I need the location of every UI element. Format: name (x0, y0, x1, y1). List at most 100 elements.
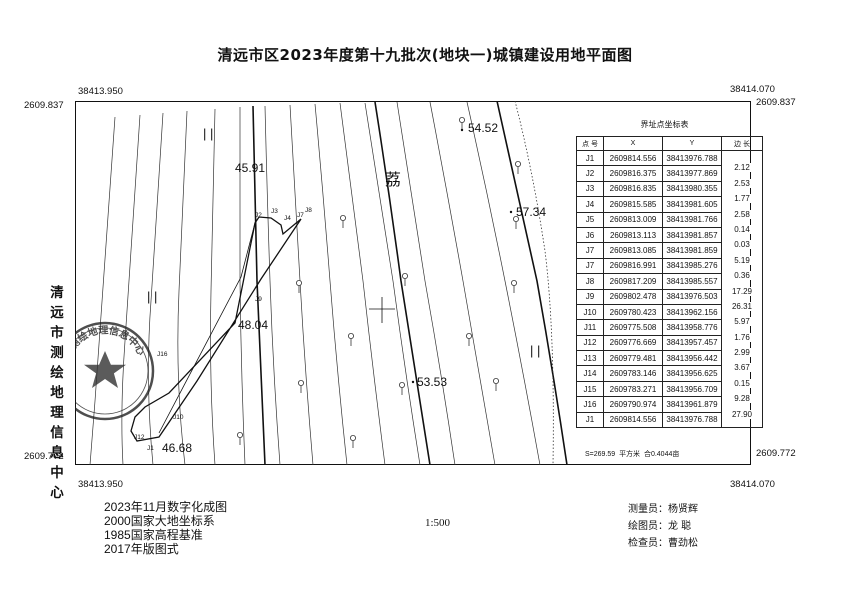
cell-y: 38413985.276 (662, 257, 722, 275)
cell-no: J2 (576, 165, 604, 182)
area-summary: S=269.59 平方米 合0.4044亩 (585, 449, 679, 459)
cell-x: 2609780.423 (603, 303, 663, 321)
coord-table-title: 界址点坐标表 (640, 120, 689, 129)
area-mu: 合0.4044亩 (643, 451, 680, 458)
map-title: 清远市区2023年度第十九批次(地块一)城镇建设用地平面图 (217, 46, 633, 64)
cell-no: J15 (576, 380, 604, 398)
surveyor-label: 测量员：杨贤辉 (628, 504, 698, 515)
cell-x: 2609815.585 (603, 196, 663, 213)
cell-y: 38413977.869 (662, 165, 722, 182)
cell-no: J1 (576, 149, 604, 167)
cell-x: 2609783.271 (603, 380, 663, 398)
cell-no: J1 (576, 411, 604, 429)
corner-bottom-left-y: 2609.772 (24, 451, 64, 462)
dotted-boundary-line (514, 101, 554, 465)
cell-length-value: 1.76 (722, 332, 762, 342)
parcel-boundary (130, 216, 302, 442)
cell-no: J6 (576, 226, 604, 244)
cell-length-value: 0.15 (722, 378, 762, 388)
cell-no: J4 (576, 196, 604, 213)
cell-x: 2609816.375 (603, 165, 663, 182)
footer-elevation-datum: 1985国家高程基准 (104, 528, 203, 542)
cell-no: J3 (576, 180, 604, 198)
elevation-label: 54.52 (468, 121, 498, 135)
point-label: J8 (305, 207, 312, 214)
cell-y: 38413981.766 (662, 211, 722, 228)
point-label: J12 (134, 434, 145, 441)
point-label: J7 (297, 212, 304, 219)
cell-x: 2609814.556 (603, 149, 663, 167)
column-symbols: | | | | | | (147, 126, 540, 358)
cell-length-value: 0.03 (722, 240, 762, 250)
boundary-point-labels: J2 J3 J4 J7 J8 J9 J10 J12 J16 J1 (134, 207, 312, 452)
contour-lines (89, 101, 541, 465)
cell-no: J13 (576, 350, 604, 367)
corner-top-left-y: 2609.837 (24, 100, 64, 111)
col-header-length: 边 长 (721, 136, 763, 151)
point-label: J10 (173, 414, 184, 421)
cell-length-value: 2.58 (722, 209, 762, 219)
elevation-dots (411, 128, 513, 384)
cell-x: 2609790.974 (603, 396, 663, 413)
cell-no: J10 (576, 303, 604, 321)
cell-no: J12 (576, 334, 604, 352)
area-value: S=269.59 (585, 451, 616, 458)
index-contours (252, 101, 568, 465)
cell-y: 38413961.879 (662, 396, 722, 413)
map-crosshair (369, 297, 395, 323)
cell-x: 2609813.113 (603, 226, 663, 244)
cell-x: 2609816.991 (603, 257, 663, 275)
cell-length-value: 5.19 (722, 255, 762, 265)
svg-text:| |: | | (203, 126, 213, 141)
seal-stamp: 清远市测绘地理信息中心 (75, 321, 155, 421)
cell-length-value: 1.77 (722, 194, 762, 204)
cell-y: 38413981.857 (662, 226, 722, 244)
point-label: J3 (271, 208, 278, 215)
svg-text:| |: | | (530, 343, 540, 358)
elevation-label: 48.04 (238, 318, 268, 332)
cell-no: J5 (576, 211, 604, 228)
cell-length-value: 2.53 (722, 178, 762, 188)
footer-date: 2023年11月数字化成图 (104, 500, 228, 514)
cell-length-value: 2.12 (722, 163, 762, 173)
map-scale: 1:500 (425, 517, 451, 529)
elevation-label: 57.34 (516, 205, 546, 219)
cell-x: 2609779.481 (603, 350, 663, 367)
footer-map-style: 2017年版图式 (104, 542, 179, 556)
corner-bottom-right-y: 2609.772 (756, 448, 796, 459)
organization-vertical-label: 清远市测绘地理信息中心 (50, 285, 64, 501)
cell-x: 2609813.085 (603, 242, 663, 259)
cell-length-value: 26.31 (722, 301, 762, 311)
cell-len: 2.12 (721, 149, 763, 173)
cell-y: 38413956.709 (662, 380, 722, 398)
cell-x: 2609775.508 (603, 319, 663, 336)
cell-y: 38413976.788 (662, 149, 722, 167)
cell-x: 2609816.835 (603, 180, 663, 198)
cell-length-value: 0.14 (722, 224, 762, 234)
cell-length-value: 27.90 (722, 409, 762, 419)
cell-y: 38413958.776 (662, 319, 722, 336)
col-header-no: 点 号 (576, 136, 604, 151)
cell-x: 2609814.556 (603, 411, 663, 429)
cell-no: J11 (576, 319, 604, 336)
cell-y: 38413976.503 (662, 288, 722, 305)
drafter-label: 绘图员：龙 聪 (628, 521, 692, 532)
cell-no: J7 (576, 257, 604, 275)
cell-x: 2609776.669 (603, 334, 663, 352)
cell-y: 38413981.859 (662, 242, 722, 259)
elevation-label: 46.68 (162, 441, 192, 455)
cell-y: 38413985.557 (662, 273, 722, 290)
cell-length-value: 3.67 (722, 363, 762, 373)
corner-top-left-x: 38413.950 (78, 86, 123, 97)
cell-y: 38413981.605 (662, 196, 722, 213)
road-line (158, 222, 256, 434)
cell-no: J8 (576, 273, 604, 290)
